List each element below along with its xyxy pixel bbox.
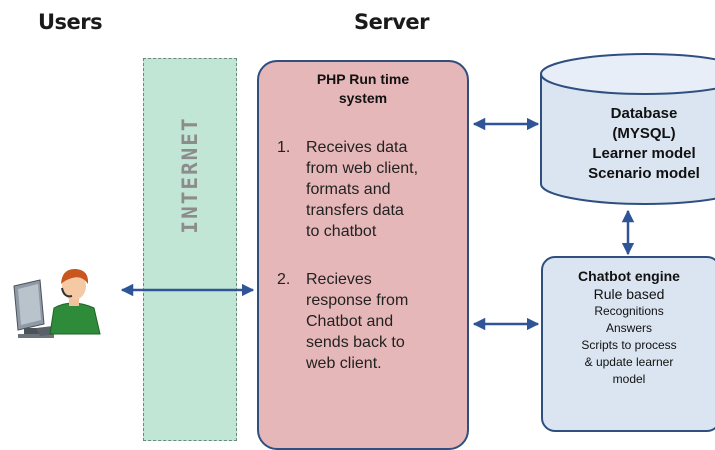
chatbot-engine-line: Scripts to process — [581, 338, 677, 352]
database-line: Learner model — [592, 145, 696, 162]
step-2-number: 2. — [277, 271, 291, 288]
step-1-text: Receives data from web client, formats a… — [306, 137, 466, 242]
chatbot-engine-line: Answers — [605, 321, 652, 335]
database-line: Scenario model — [588, 165, 700, 182]
database-line: (MYSQL) — [612, 125, 676, 142]
database-cylinder-top — [540, 53, 715, 95]
php-title-line-1: PHP Run time — [316, 71, 410, 87]
step-1-line: to chatbot — [306, 223, 377, 240]
step-2-line: Recieves — [306, 271, 372, 288]
php-runtime-title: PHP Run time system — [257, 70, 469, 108]
step-1-line: Receives data — [306, 139, 408, 156]
chatbot-engine-line: model — [612, 372, 646, 386]
chatbot-engine-title: Chatbot engine — [578, 268, 680, 284]
step-1-line: transfers data — [306, 202, 404, 219]
database-cylinder-body — [540, 74, 715, 205]
step-1-line: formats and — [306, 181, 391, 198]
step-2-line: response from — [306, 292, 409, 309]
step-1-number: 1. — [277, 139, 291, 156]
php-title-line-2: system — [338, 90, 388, 106]
step-2-line: sends back to — [306, 334, 405, 351]
server-heading: Server — [354, 10, 430, 34]
user-at-computer-icon — [13, 268, 101, 338]
database-label: Database (MYSQL) Learner model Scenario … — [560, 104, 715, 184]
database-line: Database — [610, 105, 678, 122]
chatbot-engine-line: & update learner — [584, 355, 674, 369]
php-runtime-box — [257, 60, 469, 450]
step-1-line: from web client, — [306, 160, 419, 177]
php-step-2: 2. Recieves response from Chatbot and se… — [277, 269, 467, 379]
chatbot-engine-box — [541, 256, 715, 432]
users-heading: Users — [38, 10, 103, 34]
internet-band — [143, 58, 237, 441]
chatbot-engine-subtitle: Rule based — [593, 286, 665, 302]
step-2-line: web client. — [306, 355, 382, 372]
step-2-text: Recieves response from Chatbot and sends… — [306, 269, 466, 374]
chatbot-engine-line: Recognitions — [594, 304, 664, 318]
chatbot-engine-content: Chatbot engine Rule based Recognitions A… — [543, 267, 715, 388]
php-step-1: 1. Receives data from web client, format… — [277, 137, 467, 247]
step-2-line: Chatbot and — [306, 313, 394, 330]
